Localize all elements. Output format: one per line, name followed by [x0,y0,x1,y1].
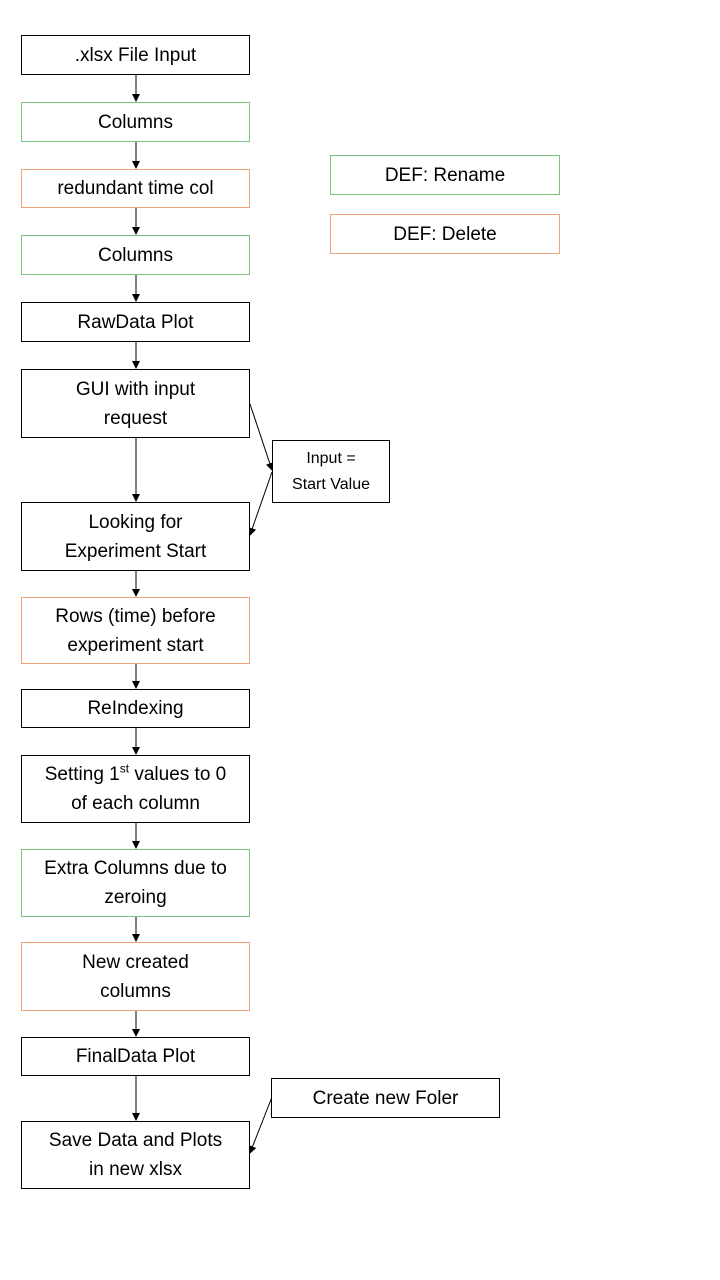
columns-label-2: Columns [98,244,173,266]
legend-rename-box: DEF: Rename [330,155,560,195]
input-start-box: Input = Start Value [272,440,390,503]
arrow-input-to-looking [248,471,273,536]
create-folder-label: Create new Foler [312,1087,459,1109]
looking-label-line2: Experiment Start [64,540,207,562]
finaldata-plot-box: FinalData Plot [21,1037,250,1076]
columns-label-1: Columns [98,111,173,133]
new-created-line1: New created [82,951,189,973]
create-folder-box: Create new Foler [271,1078,500,1118]
setting-label-line1: Setting 1st values to 0 [45,760,227,789]
looking-label-line1: Looking for [88,511,183,533]
rows-before-box: Rows (time) before experiment start [21,597,250,664]
columns-box-2: Columns [21,235,250,275]
arrow-gui-to-input [249,403,274,471]
arrow-folder-to-save [248,1096,273,1154]
extra-columns-line1: Extra Columns due to [44,858,227,879]
redundant-time-box: redundant time col [21,169,250,208]
setting-box: Setting 1st values to 0 of each column [21,755,250,823]
new-created-box: New created columns [21,942,250,1011]
save-label-line2: in new xlsx [89,1159,182,1180]
columns-box-1: Columns [21,102,250,142]
setting-label-line2: of each column [71,793,200,814]
extra-columns-line2: zeroing [104,887,167,908]
file-input-box: .xlsx File Input [21,35,250,75]
setting-post: values to 0 [129,764,227,785]
setting-sup: st [119,761,130,776]
rawdata-plot-box: RawData Plot [21,302,250,342]
save-label-line1: Save Data and Plots [48,1130,223,1151]
redundant-time-label: redundant time col [57,178,214,199]
file-input-label: .xlsx File Input [74,44,197,66]
legend-delete-box: DEF: Delete [330,214,560,254]
setting-pre: Setting 1 [44,764,120,785]
extra-columns-box: Extra Columns due to zeroing [21,849,250,917]
input-start-line1: Input = [306,449,356,467]
looking-box: Looking for Experiment Start [21,502,250,571]
gui-box: GUI with input request [21,369,250,438]
save-box: Save Data and Plots in new xlsx [21,1121,250,1189]
reindexing-box: ReIndexing [21,689,250,728]
reindexing-label: ReIndexing [87,698,184,719]
legend-rename-label: DEF: Rename [384,164,506,186]
rows-before-line2: experiment start [67,634,204,656]
gui-label-line1: GUI with input [75,378,196,400]
input-start-line2: Start Value [292,475,370,493]
legend-delete-label: DEF: Delete [393,223,497,245]
finaldata-plot-label: FinalData Plot [75,1046,196,1067]
gui-label-line2: request [103,407,168,429]
rawdata-plot-label: RawData Plot [77,311,194,333]
rows-before-line1: Rows (time) before [55,605,216,627]
new-created-line2: columns [100,980,171,1002]
